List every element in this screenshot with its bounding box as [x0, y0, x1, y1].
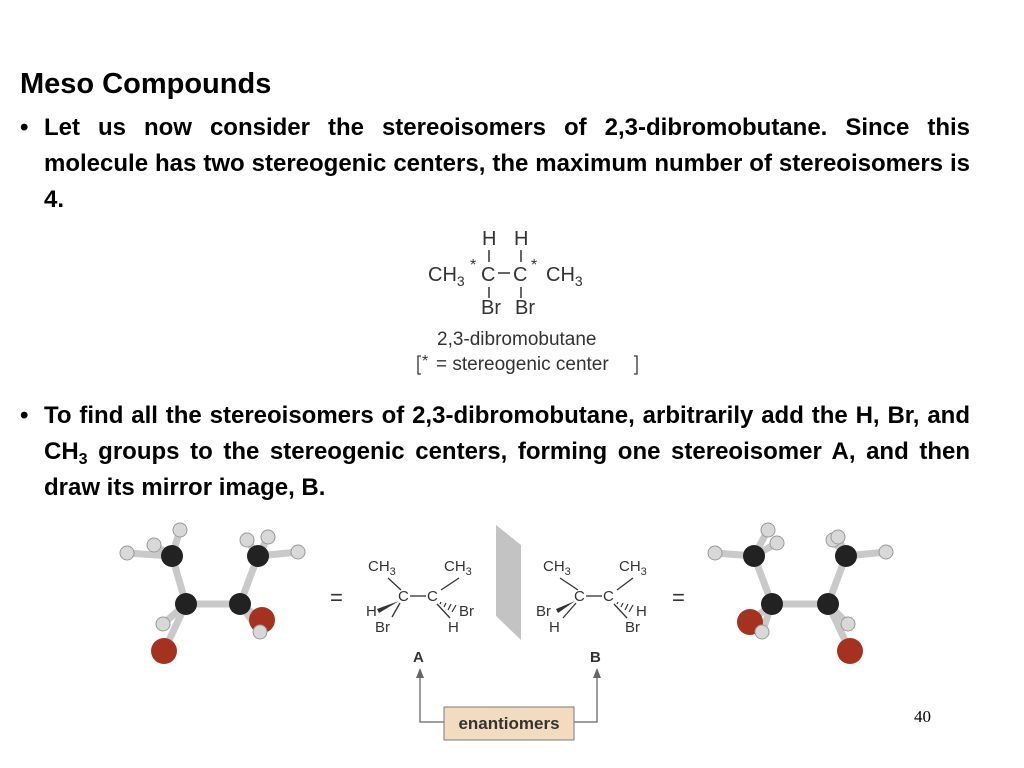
bullet-text-2: To find all the stereoisomers of 2,3-dib…: [44, 402, 970, 501]
slide-title: Meso Compounds: [20, 68, 272, 100]
arrow-head: [416, 668, 424, 678]
svg-text:H: H: [549, 619, 560, 636]
compound-name: 2,3-dibromobutane: [437, 329, 597, 350]
wedge-structure-b: CH3 CH3 C C Br H H Br: [536, 558, 647, 636]
hydrogen-label: H: [482, 228, 496, 250]
ball-and-stick-model-a: [119, 522, 306, 664]
svg-text:C: C: [427, 588, 438, 605]
svg-text:*: *: [422, 353, 428, 370]
svg-text:Br: Br: [625, 619, 640, 636]
bullet-marker: •: [20, 114, 29, 141]
methyl-label: CH3: [546, 264, 583, 289]
svg-text:H: H: [366, 603, 377, 620]
mirror-plane: [496, 525, 521, 640]
stereocenter-star: *: [470, 257, 476, 274]
hydrogen-label: H: [514, 228, 528, 250]
svg-text:C: C: [603, 588, 614, 605]
bullet-point-1: • Let us now consider the stereoisomers …: [20, 110, 970, 218]
label-a: A: [413, 649, 424, 666]
svg-text:Br: Br: [375, 619, 390, 636]
equals-sign: =: [330, 585, 343, 610]
svg-text:H: H: [636, 603, 647, 620]
svg-text:Br: Br: [459, 603, 474, 620]
svg-text:CH3: CH3: [543, 558, 571, 578]
svg-text:CH3: CH3: [444, 558, 472, 578]
bullet-text-1: Let us now consider the stereoisomers of…: [44, 114, 970, 213]
methyl-label: CH3: [428, 264, 465, 289]
svg-text:Br: Br: [536, 603, 551, 620]
svg-text:CH3: CH3: [368, 558, 396, 578]
enantiomer-arrows: [419, 676, 598, 723]
stereocenter-legend: * = stereogenic center: [417, 353, 638, 375]
svg-text:C: C: [574, 588, 585, 605]
enantiomers-label-box: [443, 706, 575, 741]
bromine-label: Br: [515, 297, 535, 319]
svg-text:C: C: [398, 588, 409, 605]
page-number: 40: [914, 707, 931, 726]
svg-text:H: H: [448, 619, 459, 636]
bullet-marker: •: [20, 402, 29, 429]
enantiomers-label: enantiomers: [458, 714, 559, 733]
stereocenter-star: *: [531, 257, 537, 274]
wedge-structure-a: CH3 CH3 C C H Br Br H: [366, 558, 474, 636]
carbon-label: C: [481, 264, 495, 286]
bromine-label: Br: [481, 297, 501, 319]
carbon-label: C: [513, 264, 527, 286]
svg-text:CH3: CH3: [619, 558, 647, 578]
bullet-point-2: • To find all the stereoisomers of 2,3-d…: [20, 398, 970, 506]
ball-and-stick-model-b: [707, 522, 894, 664]
label-b: B: [590, 649, 601, 666]
equals-sign: =: [672, 585, 685, 610]
svg-text:= stereogenic center: = stereogenic center: [436, 354, 609, 375]
arrow-head: [593, 668, 601, 678]
